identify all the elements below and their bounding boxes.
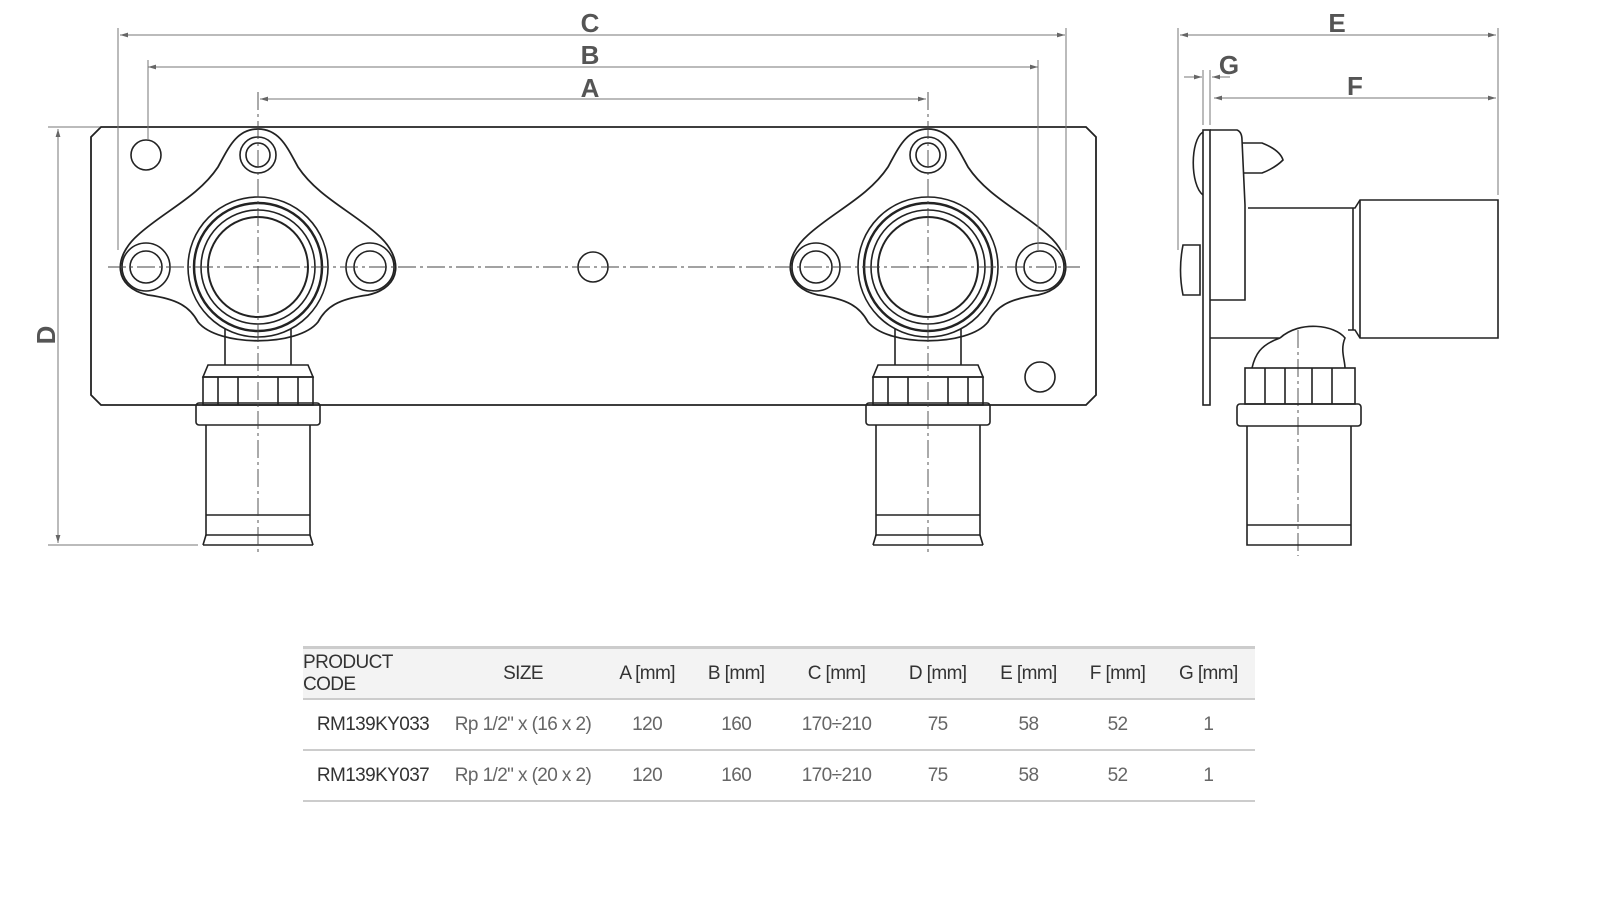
col-header-product-code: PRODUCT CODE <box>303 646 443 700</box>
cell-g: 1 <box>1161 699 1255 751</box>
table-row: RM139KY037 Rp 1/2" x (20 x 2) 120 160 17… <box>303 750 1255 802</box>
cell-g: 1 <box>1161 750 1255 802</box>
dim-label-g: G <box>1219 50 1239 80</box>
cell-e: 58 <box>983 699 1074 751</box>
technical-drawing: C B A D E G F <box>31 8 1499 556</box>
cell-a: 120 <box>603 699 692 751</box>
cell-size: Rp 1/2" x (16 x 2) <box>443 699 603 751</box>
cell-f: 52 <box>1073 750 1162 802</box>
dim-label-a: A <box>581 73 600 103</box>
cell-b: 160 <box>691 699 782 751</box>
side-view <box>1179 129 1499 546</box>
plate-hole <box>130 139 162 171</box>
cell-product-code: RM139KY037 <box>303 750 443 802</box>
table-row: RM139KY033 Rp 1/2" x (16 x 2) 120 160 17… <box>303 699 1255 751</box>
dim-label-b: B <box>581 40 600 70</box>
col-header-a: A [mm] <box>603 646 692 700</box>
cell-b: 160 <box>691 750 782 802</box>
cell-size: Rp 1/2" x (20 x 2) <box>443 750 603 802</box>
cell-product-code: RM139KY033 <box>303 699 443 751</box>
col-header-f: F [mm] <box>1073 646 1162 700</box>
col-header-size: SIZE <box>443 646 603 700</box>
dim-label-c: C <box>581 8 600 38</box>
cell-d: 75 <box>891 750 984 802</box>
table-header-row: PRODUCT CODE SIZE A [mm] B [mm] C [mm] D… <box>303 646 1255 700</box>
cell-c: 170÷210 <box>781 699 892 751</box>
dim-label-d: D <box>31 326 61 345</box>
cell-d: 75 <box>891 699 984 751</box>
col-header-c: C [mm] <box>781 646 892 700</box>
cell-f: 52 <box>1073 699 1162 751</box>
cell-c: 170÷210 <box>781 750 892 802</box>
spec-table: PRODUCT CODE SIZE A [mm] B [mm] C [mm] D… <box>303 646 1255 802</box>
plate-hole <box>1024 361 1056 393</box>
cell-e: 58 <box>983 750 1074 802</box>
col-header-d: D [mm] <box>891 646 984 700</box>
mounting-plate <box>90 126 1097 406</box>
col-header-b: B [mm] <box>691 646 782 700</box>
col-header-e: E [mm] <box>983 646 1074 700</box>
dim-label-e: E <box>1328 8 1345 38</box>
cell-a: 120 <box>603 750 692 802</box>
dim-label-f: F <box>1347 71 1363 101</box>
col-header-g: G [mm] <box>1161 646 1255 700</box>
